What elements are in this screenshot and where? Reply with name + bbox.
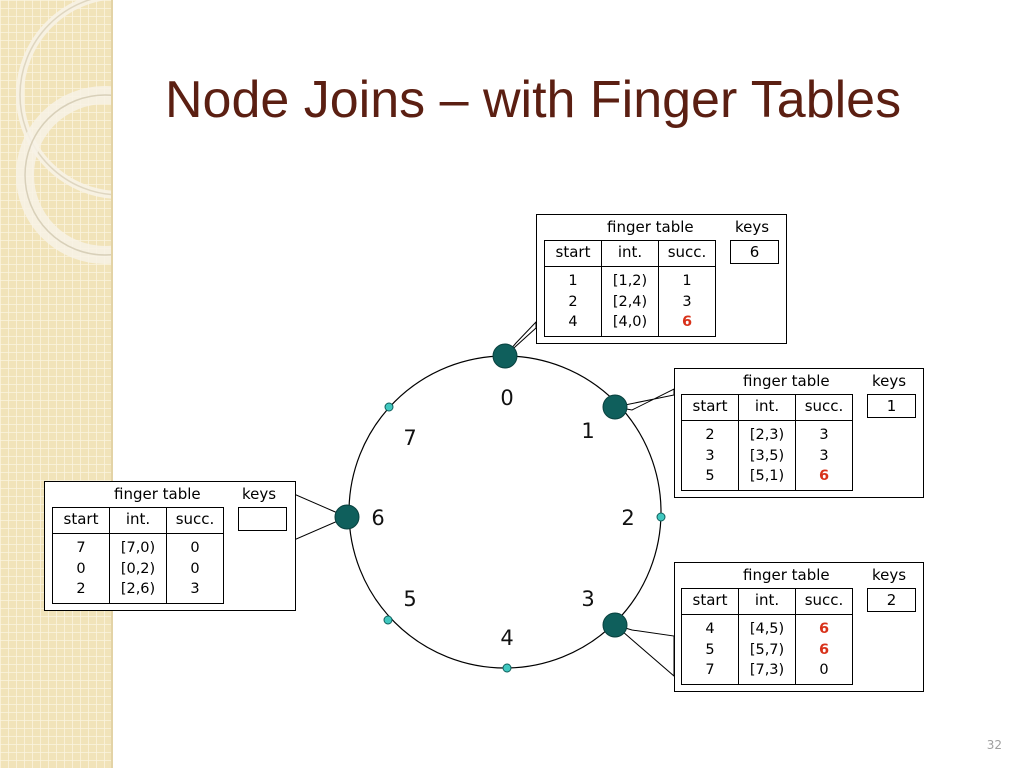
finger-table-grid: start int. succ. 7 0 2 [7,0) [0,2) [2,6)… [52, 507, 224, 604]
start-value: 7 [705, 662, 715, 678]
start-value: 1 [568, 273, 578, 289]
finger-table-grid: start int. succ. 4 5 7 [4,5) [5,7) [7,3)… [681, 588, 853, 685]
header-interval: int. [125, 510, 151, 528]
header-start: start [692, 397, 728, 415]
succ-value: 0 [819, 662, 829, 678]
header-interval: int. [754, 591, 780, 609]
finger-table-node-0: finger table keys start int. succ. 1 2 4… [536, 214, 787, 344]
succ-value: 3 [682, 293, 692, 310]
keys-value: 2 [867, 588, 916, 612]
succ-value-highlighted: 6 [818, 641, 830, 658]
interval-value: [1,2) [612, 273, 648, 289]
slide-title: Node Joins – with Finger Tables [165, 71, 902, 129]
finger-table-node-6: finger table keys start int. succ. 7 0 2… [44, 481, 296, 611]
header-succ: succ. [667, 243, 707, 261]
interval-value: [2,4) [612, 293, 648, 310]
finger-table-title: finger table [607, 218, 694, 236]
finger-table-title: finger table [743, 372, 830, 390]
start-value: 3 [705, 447, 715, 464]
interval-value: [2,3) [749, 427, 785, 443]
start-value: 2 [705, 427, 715, 443]
ring-label-4: 4 [500, 626, 513, 650]
interval-value: [5,7) [749, 641, 785, 658]
keys-title: keys [872, 566, 907, 584]
succ-value-highlighted: 6 [818, 468, 830, 484]
succ-value: 3 [819, 447, 829, 464]
header-succ: succ. [804, 591, 844, 609]
node-6 [334, 504, 360, 530]
interval-value: [7,0) [120, 540, 156, 556]
start-value: 4 [568, 314, 578, 330]
interval-value: [0,2) [120, 560, 156, 577]
interval-value: [3,5) [749, 447, 785, 464]
succ-value: 3 [819, 427, 829, 443]
start-value: 4 [705, 621, 715, 637]
node-0 [492, 343, 518, 369]
header-start: start [63, 510, 99, 528]
header-start: start [555, 243, 591, 261]
node-1 [602, 394, 628, 420]
succ-value: 0 [190, 540, 200, 556]
succ-value: 0 [190, 560, 200, 577]
interval-value: [7,3) [749, 662, 785, 678]
succ-value: 3 [190, 581, 200, 597]
start-value: 2 [76, 581, 86, 597]
ring-point-5 [383, 615, 393, 625]
finger-table-grid: start int. succ. 1 2 4 [1,2) [2,4) [4,0)… [544, 240, 716, 337]
interval-value: [2,6) [120, 581, 156, 597]
ring-label-3: 3 [581, 587, 594, 611]
interval-value: [5,1) [749, 468, 785, 484]
succ-value-highlighted: 6 [681, 314, 693, 330]
finger-table-node-3: finger table keys start int. succ. 4 5 7… [674, 562, 924, 692]
finger-table-node-1: finger table keys start int. succ. 2 3 5… [674, 368, 924, 498]
ring-label-1: 1 [581, 419, 594, 443]
finger-table-title: finger table [743, 566, 830, 584]
start-value: 5 [705, 641, 715, 658]
interval-value: [4,0) [612, 314, 648, 330]
header-succ: succ. [804, 397, 844, 415]
ring-label-6: 6 [371, 506, 384, 530]
keys-value: 6 [730, 240, 779, 264]
ring-point-2 [656, 512, 666, 522]
ring-label-0: 0 [500, 386, 513, 410]
keys-title: keys [872, 372, 907, 390]
header-succ: succ. [175, 510, 215, 528]
ring-point-4 [502, 663, 512, 673]
header-start: start [692, 591, 728, 609]
page-number: 32 [986, 738, 1002, 752]
succ-value: 1 [682, 273, 692, 289]
start-value: 7 [76, 540, 86, 556]
ring-label-7: 7 [403, 426, 416, 450]
keys-value-empty [238, 507, 287, 531]
ring-label-5: 5 [403, 587, 416, 611]
node-3 [602, 612, 628, 638]
keys-value: 1 [867, 394, 916, 418]
keys-title: keys [242, 485, 277, 503]
start-value: 0 [76, 560, 86, 577]
ring-point-7 [384, 402, 394, 412]
keys-title: keys [735, 218, 770, 236]
decorative-sidebar [0, 0, 113, 768]
finger-table-title: finger table [114, 485, 201, 503]
succ-value-highlighted: 6 [818, 621, 830, 637]
interval-value: [4,5) [749, 621, 785, 637]
header-interval: int. [754, 397, 780, 415]
start-value: 5 [705, 468, 715, 484]
ring-label-2: 2 [621, 506, 634, 530]
header-interval: int. [617, 243, 643, 261]
finger-table-grid: start int. succ. 2 3 5 [2,3) [3,5) [5,1)… [681, 394, 853, 491]
start-value: 2 [568, 293, 578, 310]
